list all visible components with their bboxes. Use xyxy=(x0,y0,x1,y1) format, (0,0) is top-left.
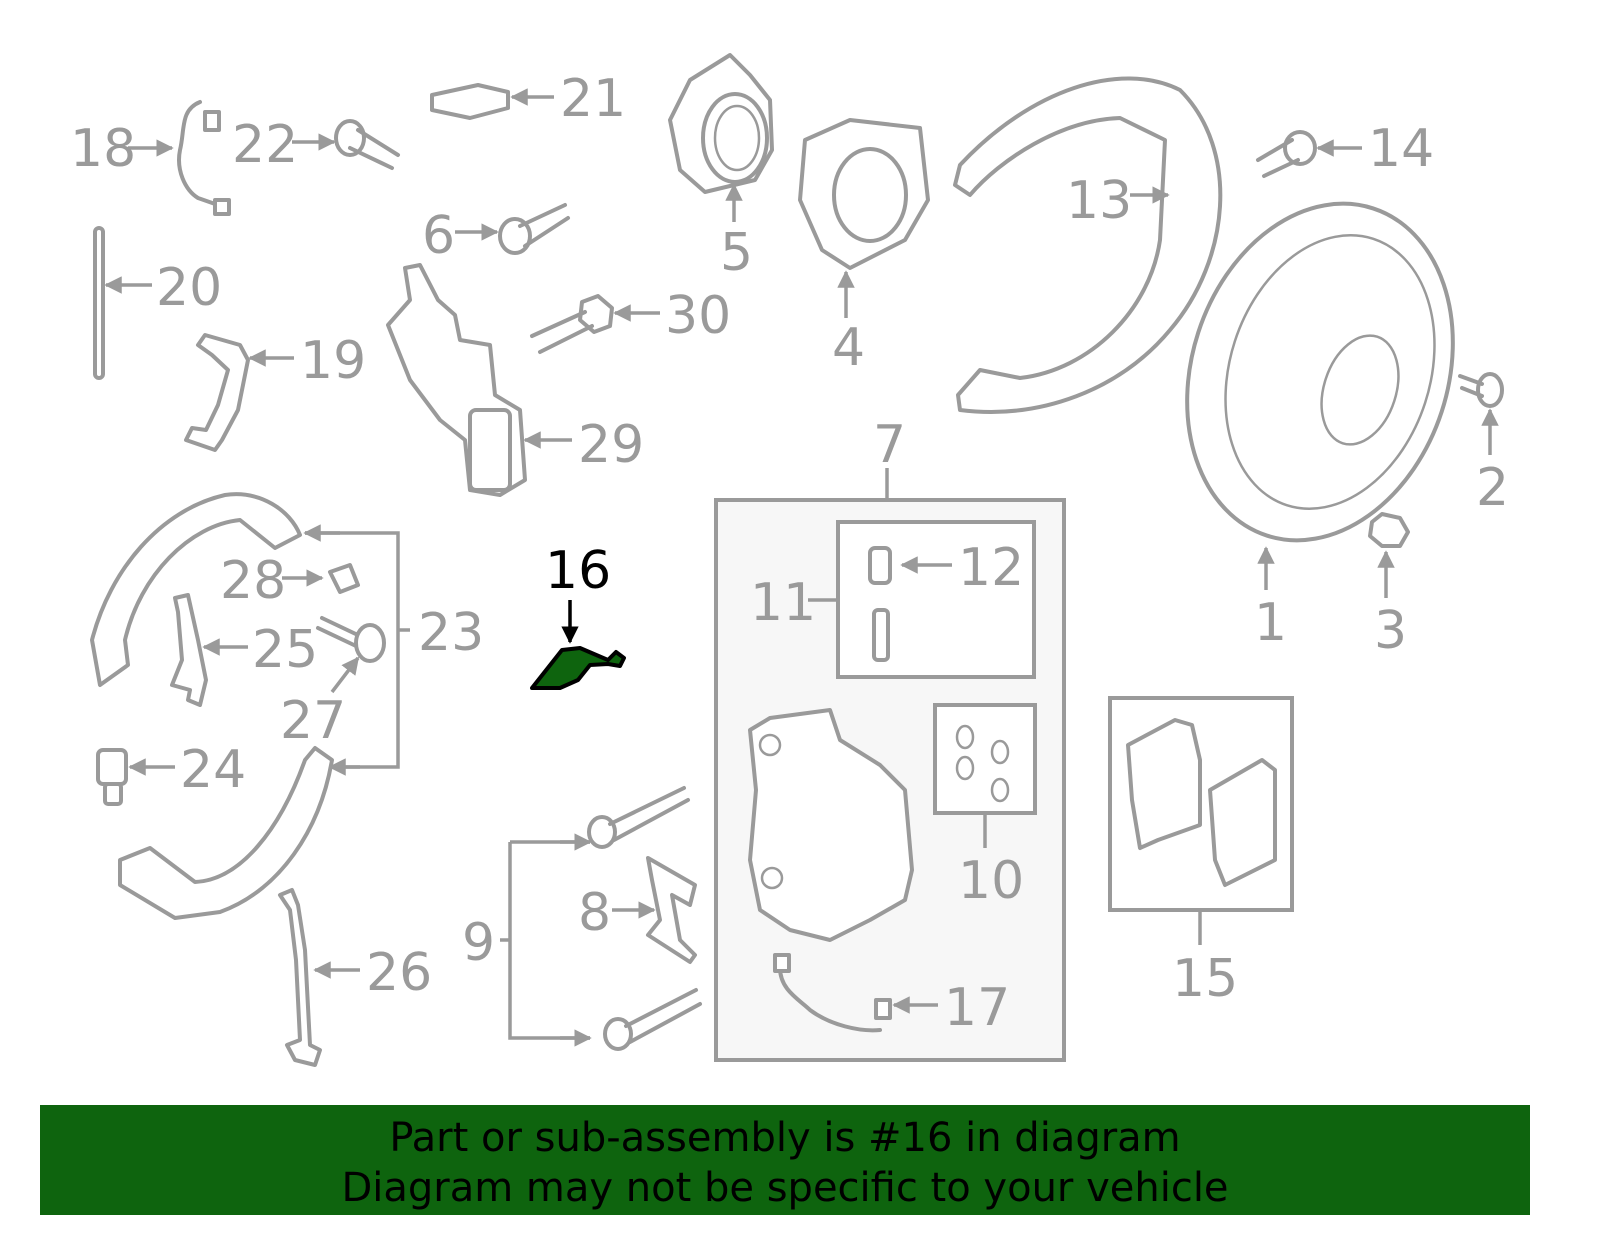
part-21-clip xyxy=(430,83,510,120)
part-5-hub-bearing xyxy=(668,53,774,194)
label-11: 11 xyxy=(750,573,816,633)
part-10-box xyxy=(933,703,1037,815)
part-4-hub-flange xyxy=(798,118,930,270)
banner-line-1: Part or sub-assembly is #16 in diagram xyxy=(389,1115,1181,1161)
label-16: 16 xyxy=(545,541,611,601)
label-4: 4 xyxy=(832,318,865,378)
label-25: 25 xyxy=(252,620,318,680)
part-6-bolt xyxy=(498,203,570,255)
leader-27 xyxy=(330,656,360,694)
part-8-spring-clip xyxy=(646,856,697,964)
label-21: 21 xyxy=(560,69,626,129)
part-29-actuator xyxy=(386,263,527,497)
part-25-spring xyxy=(170,593,208,707)
label-23: 23 xyxy=(418,603,484,663)
label-5: 5 xyxy=(720,223,753,283)
part-30-bolt xyxy=(530,294,614,354)
part-14-bolt xyxy=(1256,130,1317,178)
part-12-bleeder xyxy=(868,546,892,662)
label-1: 1 xyxy=(1254,593,1287,653)
label-26: 26 xyxy=(366,943,432,1003)
part-17-wear-sensor xyxy=(773,953,892,1033)
label-15: 15 xyxy=(1172,949,1238,1009)
part-20-rod xyxy=(93,226,105,380)
part-27-hold-down-pin xyxy=(316,616,386,663)
part-22-bolt xyxy=(334,119,400,170)
label-20: 20 xyxy=(156,258,222,318)
label-6: 6 xyxy=(422,206,455,266)
label-17: 17 xyxy=(944,978,1010,1038)
label-29: 29 xyxy=(578,415,644,475)
label-22: 22 xyxy=(232,115,298,175)
part-9-guide-bolts xyxy=(587,786,702,1051)
part-13-dust-shield xyxy=(953,76,1223,414)
label-8: 8 xyxy=(578,883,611,943)
part-2-screw xyxy=(1458,372,1504,408)
part-16-highlighted xyxy=(530,646,626,690)
part-10-seals xyxy=(955,724,1010,803)
part-24-adjuster xyxy=(96,748,128,806)
part-18-wear-sensor-cable xyxy=(177,100,231,216)
part-28-pin xyxy=(328,563,360,594)
part-23-upper-shoe xyxy=(90,492,302,687)
leader-23 xyxy=(305,531,410,769)
label-18: 18 xyxy=(70,119,136,179)
label-14: 14 xyxy=(1368,119,1434,179)
part-lower-shoe xyxy=(118,746,334,920)
label-12: 12 xyxy=(958,538,1024,598)
label-2: 2 xyxy=(1476,458,1509,518)
part-caliper-body xyxy=(748,708,914,942)
label-28: 28 xyxy=(220,551,286,611)
part-19-bracket xyxy=(184,333,250,452)
part-3-nut xyxy=(1368,512,1410,548)
part-1-rotor xyxy=(1185,201,1455,543)
label-24: 24 xyxy=(180,740,246,800)
label-7: 7 xyxy=(873,415,906,475)
label-19: 19 xyxy=(300,331,366,391)
label-13: 13 xyxy=(1066,171,1132,231)
part-26-strap xyxy=(278,888,322,1067)
label-30: 30 xyxy=(665,286,731,346)
label-3: 3 xyxy=(1374,601,1407,661)
banner-line-2: Diagram may not be specific to your vehi… xyxy=(341,1165,1229,1211)
label-27: 27 xyxy=(280,691,346,751)
info-banner: Part or sub-assembly is #16 in diagram D… xyxy=(40,1105,1530,1215)
label-10: 10 xyxy=(958,851,1024,911)
label-9: 9 xyxy=(462,913,495,973)
leader-9 xyxy=(500,840,590,1040)
part-15-brake-pads xyxy=(1126,718,1277,887)
